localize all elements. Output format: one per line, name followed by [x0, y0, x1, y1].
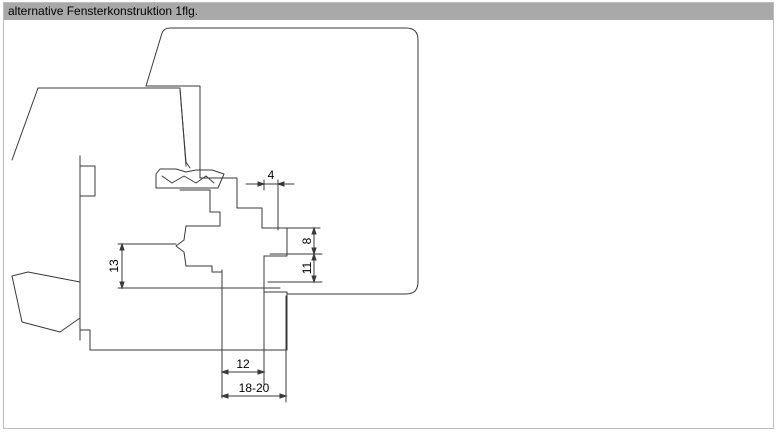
arrow-head	[220, 369, 229, 375]
dimension-label-18-20: 18-20	[239, 381, 270, 395]
lower-wall-section	[11, 271, 81, 333]
arrow-head	[311, 275, 317, 284]
arrow-head	[119, 242, 125, 251]
arrow-head	[220, 393, 229, 399]
dimension-label-4: 4	[268, 168, 275, 182]
upper-wall-section	[11, 87, 187, 167]
arrow-head	[311, 226, 317, 235]
frame-rebate	[175, 189, 223, 279]
dimension-label-12: 12	[236, 357, 250, 371]
arrow-head	[257, 369, 266, 375]
dimension-label-8: 8	[300, 237, 314, 244]
arrow-head	[311, 252, 317, 261]
dimension-label-13: 13	[107, 259, 121, 273]
arrow-head	[279, 393, 288, 399]
seal-profile	[155, 168, 225, 189]
diagram-panel: alternative Fensterkonstruktion 1flg.	[3, 2, 774, 429]
arrow-head	[311, 247, 317, 256]
dim-lines	[121, 183, 315, 397]
panel-title: alternative Fensterkonstruktion 1flg.	[4, 3, 773, 20]
dimension-label-11: 11	[300, 261, 314, 274]
sash-inner-edge	[179, 89, 191, 169]
seal-inner-line	[161, 175, 215, 184]
dim-extension-lines	[117, 179, 323, 403]
sash-profile	[145, 27, 419, 295]
arrow-head	[276, 181, 285, 187]
frame-profile	[79, 155, 288, 351]
arrow-head	[257, 181, 266, 187]
arrow-head	[119, 281, 125, 290]
